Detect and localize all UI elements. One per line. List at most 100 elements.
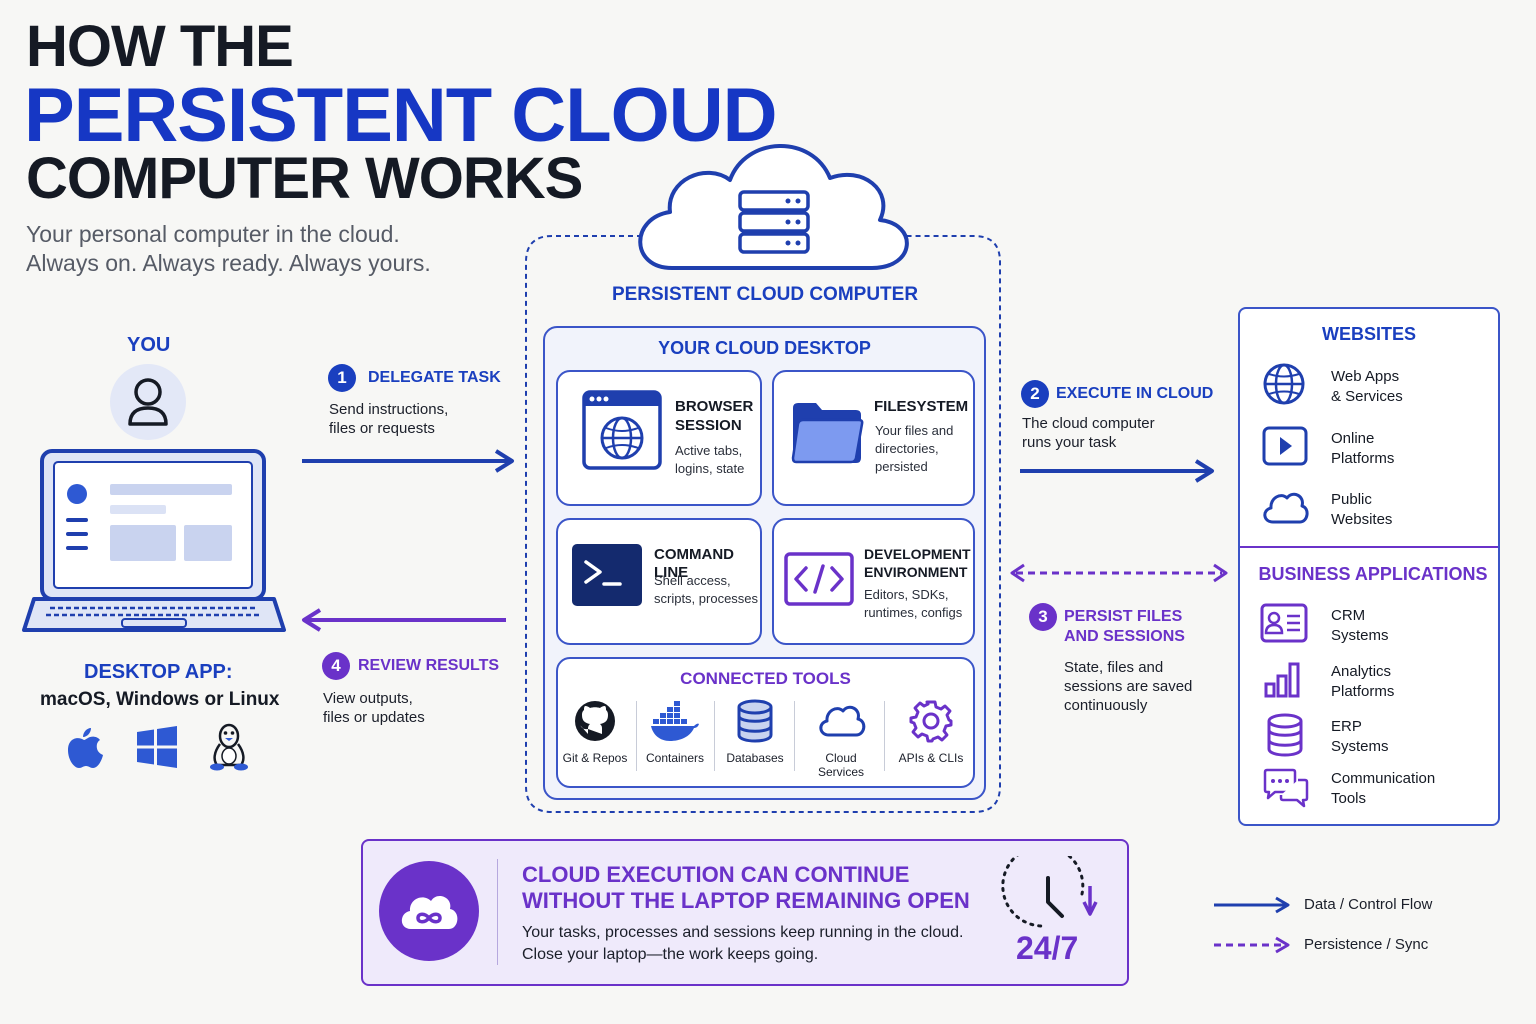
subtitle-line-2: Always on. Always ready. Always yours. [26, 250, 431, 276]
step-1-desc-line-1: Send instructions, [329, 401, 449, 418]
execute-arrow [1020, 459, 1214, 483]
website-item-2-line-2: Platforms [1331, 449, 1395, 467]
code-icon [784, 552, 854, 606]
dev-environment-desc-line-1: Editors, SDKs, [864, 587, 949, 602]
title-line-1: HOW THE [26, 14, 294, 79]
browser-desc-line-2: logins, state [675, 461, 745, 476]
user-avatar-icon [110, 364, 186, 440]
clock-cycle-icon [1001, 856, 1098, 928]
review-arrow [302, 608, 506, 632]
command-line-card: COMMAND LINE Shell access, scripts, proc… [556, 518, 762, 645]
browser-globe-icon [582, 390, 662, 470]
tool-databases: Databases [715, 699, 795, 765]
delegate-arrow [302, 449, 514, 473]
tool-containers: Containers [635, 699, 715, 765]
gear-icon [909, 700, 953, 743]
business-item-1-line-2: Systems [1331, 626, 1389, 644]
cloud-computer-title: PERSISTENT CLOUD COMPUTER [611, 284, 919, 305]
websites-title: WEBSITES [1321, 324, 1416, 344]
dev-environment-title-line-2: ENVIRONMENT [864, 564, 968, 580]
tool-apis-label: APIs & CLIs [898, 751, 964, 765]
website-item-3-line-1: Public [1331, 491, 1372, 508]
tool-git-label: Git & Repos [562, 751, 628, 765]
folder-icon [791, 403, 864, 464]
erp-database-icon [1267, 713, 1303, 757]
website-item-1: Web Apps & Services [1331, 367, 1403, 406]
connected-tools-card: CONNECTED TOOLS Git & Repos Containers [556, 657, 975, 788]
step-3-desc-line-2: sessions are saved [1064, 678, 1193, 695]
business-item-1-line-1: CRM [1331, 607, 1366, 624]
step-4-title: REVIEW RESULTS [358, 657, 500, 674]
legend-solid-label: Data / Control Flow [1304, 896, 1433, 913]
step-4-badge: 4 [322, 652, 350, 680]
banner-title-line-1: CLOUD EXECUTION CAN CONTINUE [522, 862, 910, 887]
tool-cloud-services-label: Cloud Services [817, 751, 864, 779]
linux-icon [210, 723, 248, 771]
step-1-desc-line-2: files or requests [329, 420, 435, 437]
legend-solid-arrow [1214, 896, 1290, 914]
public-cloud-icon [1263, 492, 1309, 524]
website-item-1-line-1: Web Apps [1331, 368, 1400, 385]
laptop-icon [22, 449, 286, 632]
terminal-icon [572, 544, 642, 606]
chat-icon [1263, 768, 1309, 808]
website-item-1-line-2: & Services [1331, 387, 1403, 405]
apple-icon [68, 728, 103, 768]
title-line-3: COMPUTER WORKS [26, 146, 583, 211]
cloud-icon [819, 705, 866, 737]
step-4-desc-line-2: files or updates [323, 709, 425, 726]
business-item-2-line-1: Analytics [1331, 663, 1392, 680]
dev-environment-card: DEVELOPMENT ENVIRONMENT Editors, SDKs, r… [772, 518, 975, 645]
desktop-app-title: DESKTOP APP: [84, 661, 233, 683]
browser-title-line-2: SESSION [675, 417, 742, 434]
tool-databases-label: Databases [726, 751, 784, 765]
step-3-title-line-1: PERSIST FILES [1064, 608, 1183, 625]
legend-dashed-arrow [1214, 936, 1290, 954]
legend-dashed-label: Persistence / Sync [1304, 936, 1429, 953]
command-line-desc-line-2: scripts, processes [654, 591, 759, 606]
business-item-1: CRM Systems [1331, 606, 1389, 645]
browser-desc-line-1: Active tabs, [675, 443, 743, 458]
step-4-desc-line-1: View outputs, [323, 690, 413, 707]
subtitle-line-1: Your personal computer in the cloud. [26, 221, 400, 247]
filesystem-desc-line-2: directories, [875, 441, 939, 456]
banner-title-line-2: WITHOUT THE LAPTOP REMAINING OPEN [522, 888, 970, 913]
github-icon [575, 701, 615, 741]
tool-cloud-services: Cloud Services [801, 699, 881, 779]
step-3-title-line-2: AND SESSIONS [1064, 628, 1185, 645]
connected-tools-title: CONNECTED TOOLS [680, 669, 851, 688]
cloud-container-border [525, 144, 1001, 813]
cloud-desktop-title: YOUR CLOUD DESKTOP [658, 338, 871, 358]
business-item-3-line-1: ERP [1331, 718, 1362, 735]
banner-desc-line-2: Close your laptop—the work keeps going. [522, 946, 819, 963]
business-item-2-line-2: Platforms [1331, 682, 1395, 700]
desktop-app-platforms: macOS, Windows or Linux [40, 689, 280, 710]
step-2-title: EXECUTE IN CLOUD [1056, 385, 1214, 402]
globe-icon [1263, 363, 1305, 405]
filesystem-desc-line-1: Your files and [875, 423, 954, 438]
continuous-execution-banner [361, 839, 1129, 986]
step-3-desc-line-1: State, files and [1064, 659, 1164, 676]
browser-title-line-1: BROWSER [675, 398, 754, 415]
bar-chart-icon [1264, 662, 1300, 698]
business-apps-title: BUSINESS APPLICATIONS [1258, 564, 1488, 584]
business-item-4-line-1: Communication [1331, 770, 1436, 787]
title-line-2: PERSISTENT CLOUD [24, 73, 777, 158]
website-item-2-line-1: Online [1331, 430, 1375, 447]
docker-icon [651, 701, 699, 741]
command-line-title: COMMAND LINE [654, 546, 734, 581]
step-3-badge: 3 [1029, 603, 1057, 631]
play-icon [1262, 426, 1308, 466]
step-1-title: DELEGATE TASK [368, 369, 501, 386]
business-item-4-line-2: Tools [1331, 789, 1367, 807]
filesystem-desc-line-3: persisted [875, 459, 928, 474]
tool-git-repos: Git & Repos [555, 699, 635, 765]
step-2-badge: 2 [1021, 380, 1049, 408]
dev-environment-desc-line-2: runtimes, configs [864, 605, 963, 620]
database-icon [737, 699, 773, 743]
cloud-infinity-icon [379, 861, 479, 961]
